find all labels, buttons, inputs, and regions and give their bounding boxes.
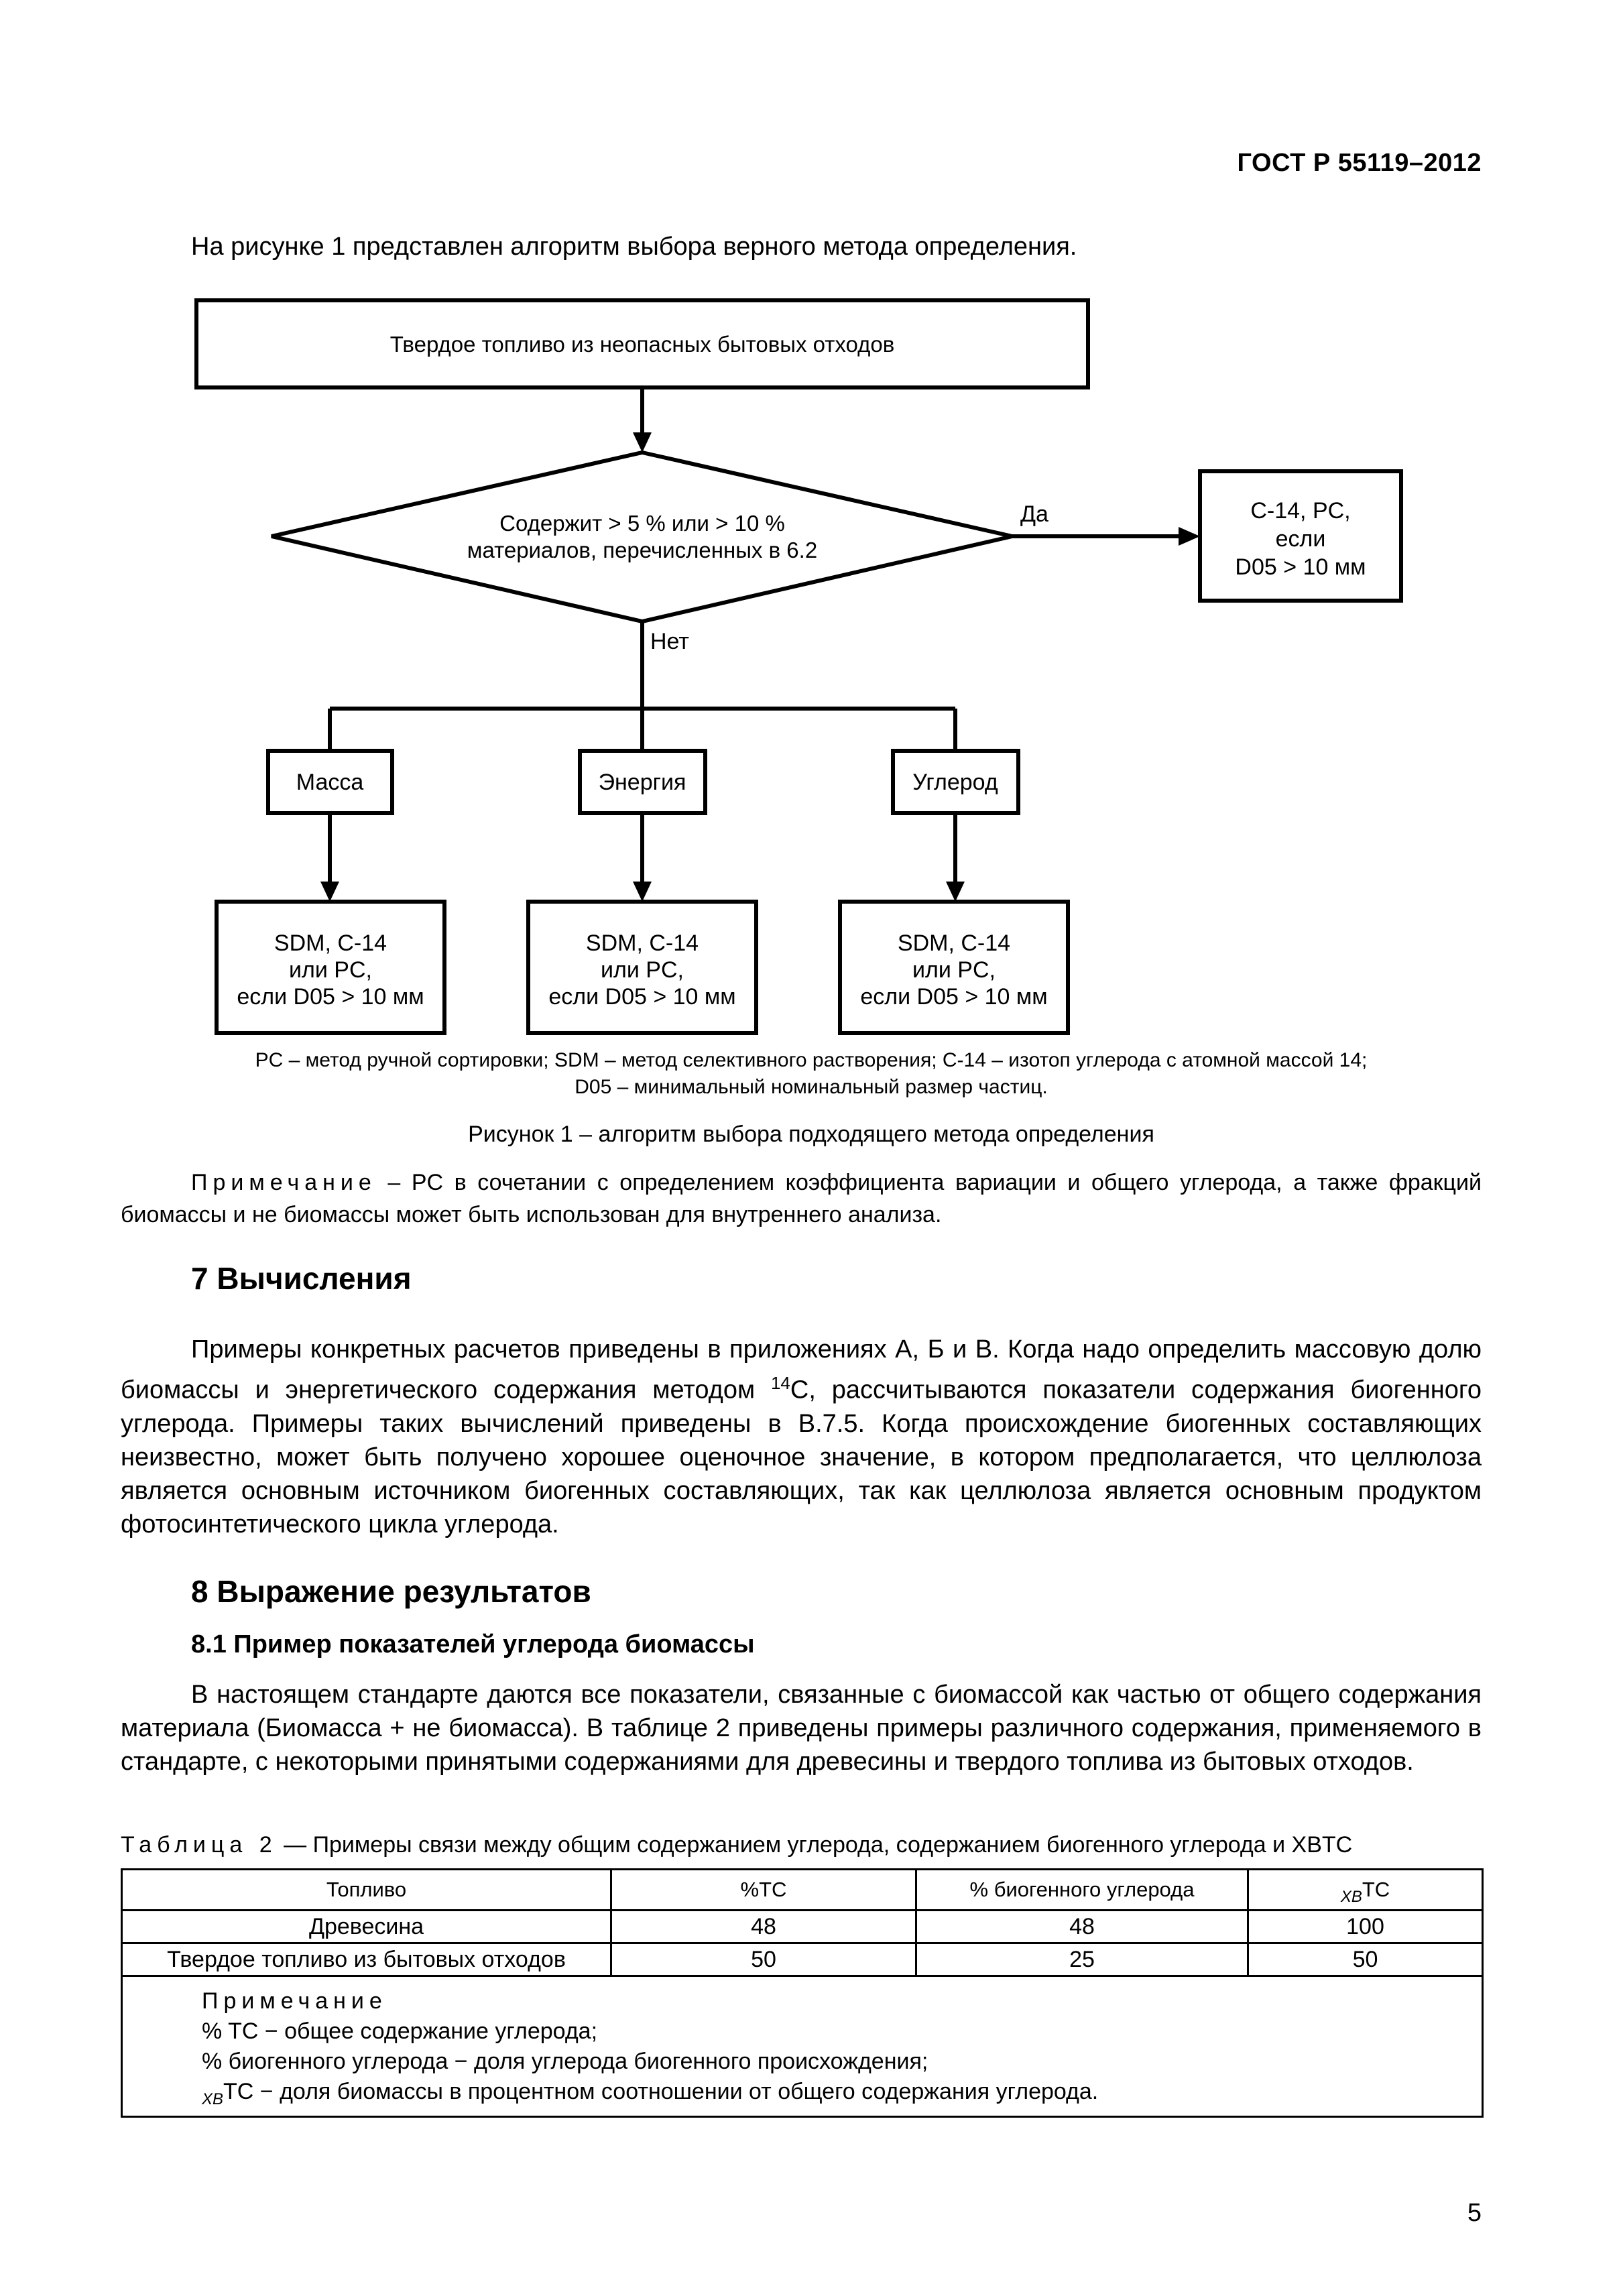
table-2-title: Таблица 2 — Примеры связи между общим со…	[121, 1832, 1352, 1858]
figure-note: Примечание – PC в сочетании с определени…	[121, 1166, 1482, 1231]
flow-result-mass-line2: или PC,	[289, 957, 372, 983]
table-2: Топливо %TC % биогенного углерода XBTC Д…	[121, 1868, 1484, 2118]
flow-result-carbon-line3: если D05 > 10 мм	[860, 984, 1047, 1010]
table-note-line2: % биогенного углерода − доля углерода би…	[202, 2049, 928, 2074]
header-xbtc: XBTC	[1247, 1868, 1484, 1911]
flow-result-energy-line3: если D05 > 10 мм	[548, 984, 735, 1010]
isotope-superscript: 14	[770, 1373, 790, 1393]
flow-result-energy-box	[526, 900, 758, 1035]
flow-branch-energy-label: Энергия	[599, 770, 686, 795]
flow-result-mass-box	[215, 900, 446, 1035]
flow-result-energy-line2: или PC,	[601, 957, 684, 983]
cell-tc: 50	[610, 1942, 917, 1977]
flow-result-carbon-line1: SDM, C-14	[898, 930, 1010, 956]
flow-decision-line2: материалов, перечисленных в 6.2	[467, 538, 817, 562]
table-note-xb-subscript: XB	[202, 2090, 224, 2108]
figure-legend-line2: D05 – минимальный номинальный размер час…	[575, 1076, 1048, 1098]
table-note-cell: Примечание % TC − общее содержание углер…	[121, 1975, 1484, 2118]
header-biogenic: % биогенного углерода	[915, 1868, 1249, 1911]
flow-start-label: Твердое топливо из неопасных бытовых отх…	[390, 332, 895, 357]
flow-branch-carbon-label: Углерод	[912, 770, 998, 795]
table-note-line3-text: TC − доля биомассы в процентном соотноше…	[223, 2079, 1099, 2104]
section-8-paragraph: В настоящем стандарте даются все показат…	[121, 1681, 1482, 1776]
standard-code: ГОСТ Р 55119–2012	[1237, 149, 1482, 177]
section-7-text-a: Примеры конкретных расчетов приведены в …	[121, 1335, 1482, 1404]
cell-fuel: Твердое топливо из бытовых отходов	[121, 1942, 612, 1977]
header-tc: %TC	[610, 1868, 917, 1911]
flow-branch-carbon-box	[891, 749, 1020, 815]
header-xb-subscript: XB	[1340, 1888, 1362, 1906]
page-number: 5	[1467, 2199, 1482, 2227]
cell-fuel: Древесина	[121, 1909, 612, 1944]
flow-result-carbon-line2: или PC,	[912, 957, 996, 983]
flow-result-energy-line1: SDM, C-14	[586, 930, 699, 956]
flow-decision-line1: Содержит > 5 % или > 10 %	[499, 511, 785, 536]
cell-biogenic: 48	[915, 1909, 1249, 1944]
table-2-caption: — Примеры связи между общим содержанием …	[277, 1832, 1353, 1858]
table-row: Твердое топливо из бытовых отходов 50 25…	[121, 1942, 1484, 1977]
flow-no-label: Нет	[650, 629, 689, 654]
cell-biogenic: 25	[915, 1942, 1249, 1977]
table-note-line1: % TC − общее содержание углерода;	[202, 2018, 598, 2044]
flow-yes-result-line1: C-14, PC,	[1250, 498, 1350, 524]
flow-yes-label: Да	[1020, 501, 1048, 527]
flow-result-carbon-box	[838, 900, 1070, 1035]
flow-branch-mass-label: Масса	[296, 770, 364, 795]
figure-legend-line1: PC – метод ручной сортировки; SDM – мето…	[255, 1049, 1368, 1071]
flow-yes-result-box	[1198, 469, 1403, 603]
section-7-paragraph: Примеры конкретных расчетов приведены в …	[121, 1333, 1482, 1541]
section-7-title: 7 Вычисления	[191, 1261, 412, 1296]
flowchart: Твердое топливо из неопасных бытовых отх…	[194, 298, 1403, 1035]
figure-note-label: Примечание	[191, 1170, 377, 1195]
flow-yes-result-line2: если	[1276, 526, 1326, 552]
table-2-label: Таблица 2	[121, 1832, 278, 1858]
flow-yes-result-line3: D05 > 10 мм	[1235, 554, 1366, 580]
flow-branch-mass-box	[266, 749, 394, 815]
table-row: Древесина 48 48 100	[121, 1909, 1484, 1944]
section-8-title: 8 Выражение результатов	[191, 1574, 591, 1609]
header-xb-main: TC	[1362, 1878, 1390, 1901]
subsection-8-1-title: 8.1 Пример показателей углерода биомассы	[191, 1630, 755, 1658]
table-note-row: Примечание % TC − общее содержание углер…	[121, 1975, 1484, 2118]
flow-result-mass-line1: SDM, C-14	[274, 930, 387, 956]
figure-note-text: – PC в сочетании с определением коэффици…	[121, 1170, 1482, 1227]
figure-caption: Рисунок 1 – алгоритм выбора подходящего …	[468, 1122, 1154, 1147]
table-header-row: Топливо %TC % биогенного углерода XBTC	[121, 1868, 1484, 1911]
flow-result-mass-line3: если D05 > 10 мм	[237, 984, 424, 1010]
cell-xb: 100	[1247, 1909, 1484, 1944]
cell-tc: 48	[610, 1909, 917, 1944]
header-fuel: Топливо	[121, 1868, 612, 1911]
section-7-text-b: С, рассчитываются показатели содержания …	[121, 1376, 1482, 1538]
flow-decision-diamond	[271, 450, 1013, 624]
table-note-line3: XBTC − доля биомассы в процентном соотно…	[202, 2077, 1482, 2109]
table-note-label: Примечание	[202, 1988, 387, 2014]
intro-text: На рисунке 1 представлен алгоритм выбора…	[191, 233, 1077, 261]
cell-xb: 50	[1247, 1942, 1484, 1977]
